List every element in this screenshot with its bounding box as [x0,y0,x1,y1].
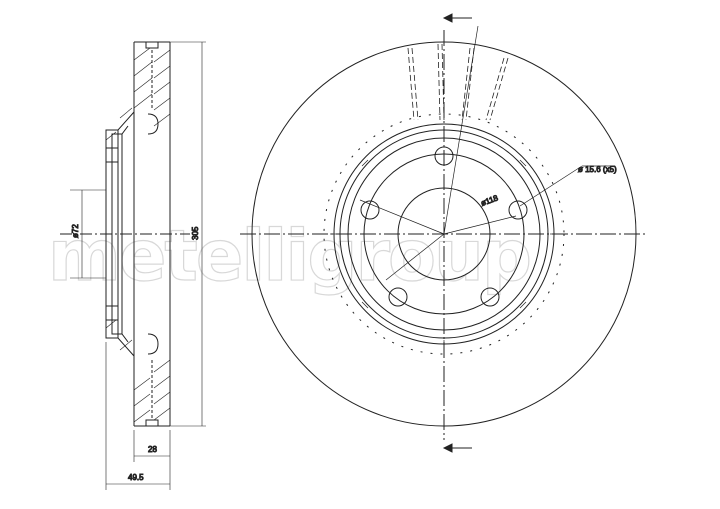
center-bore-label: ø72 [71,224,80,238]
disc-thickness-label: 28 [148,445,157,454]
side-section-view [60,41,206,490]
watermark-text: metelligroup [48,215,530,297]
bolt-holes-label: ø 15.6 (x5) [578,165,617,174]
front-view [240,13,648,453]
total-height-label: 49.5 [128,473,144,482]
disc-diameter-label: 305 [191,226,200,240]
bolt-circle-label: ø118 [480,193,500,208]
